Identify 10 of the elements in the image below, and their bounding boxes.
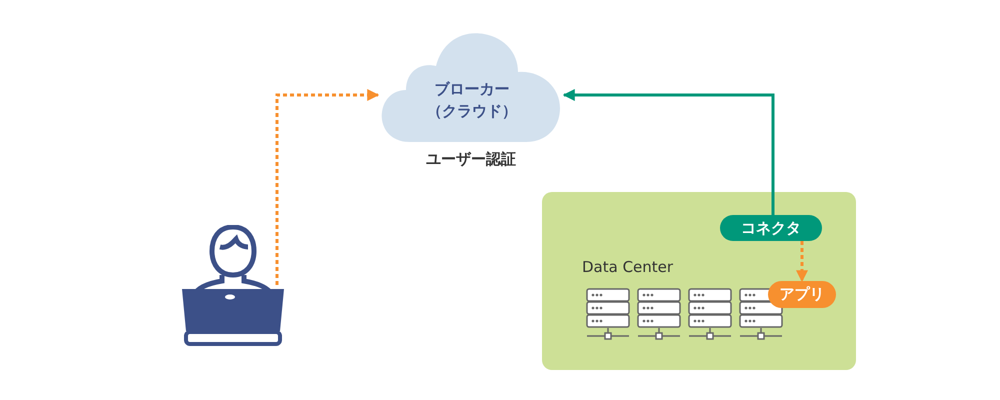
- person-with-laptop-icon: [180, 225, 286, 347]
- component-tag: アプリ: [768, 281, 836, 308]
- dashed-arrow: [276, 89, 380, 285]
- dashed-arrow: [796, 241, 808, 282]
- cloud-shape: ブローカー（クラウド）: [380, 30, 562, 145]
- node-caption: ユーザー認証: [425, 150, 517, 169]
- panel-title: Data Center: [582, 258, 674, 276]
- data-center-panel: [542, 192, 856, 370]
- component-tag: コネクタ: [720, 215, 822, 241]
- arrow: [562, 89, 774, 215]
